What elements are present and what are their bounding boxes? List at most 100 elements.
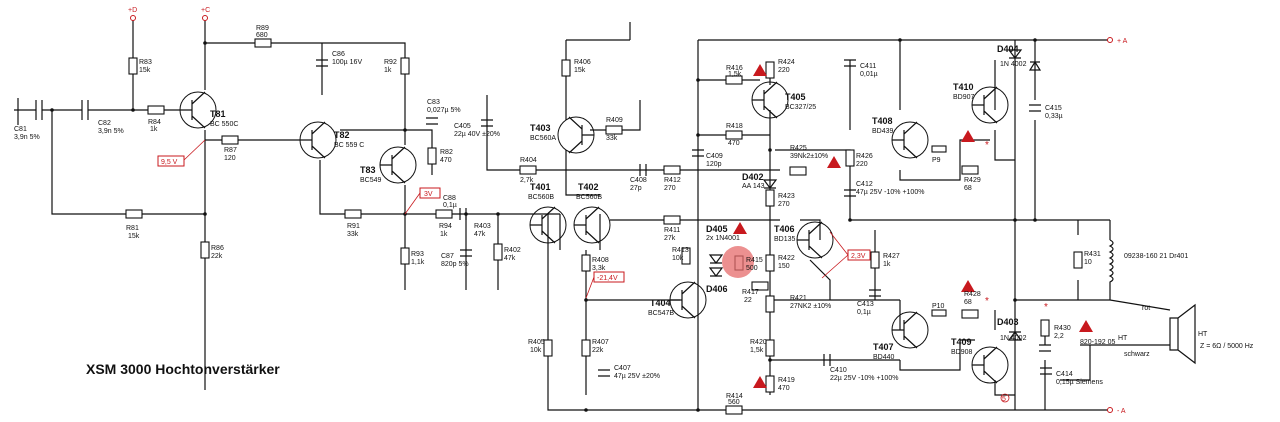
svg-text:R414: R414 [726,393,743,400]
svg-text:R409: R409 [606,117,623,124]
svg-text:C415: C415 [1045,105,1062,112]
svg-text:C82: C82 [98,120,111,127]
svg-text:R83: R83 [139,59,152,66]
svg-text:BC560B: BC560B [576,194,602,201]
svg-text:470: 470 [440,157,452,164]
svg-text:1,1k: 1,1k [411,259,425,266]
svg-text:R420: R420 [750,339,767,346]
svg-text:22: 22 [744,297,752,304]
svg-text:R429: R429 [964,177,981,184]
svg-text:schwarz: schwarz [1124,351,1150,358]
svg-text:R89: R89 [256,25,269,32]
resistor-bodies [125,38,1083,415]
label-t81: T81 [210,109,226,119]
svg-text:R417: R417 [742,289,759,296]
svg-text:BD908: BD908 [951,349,973,356]
svg-text:820-192 05: 820-192 05 [1080,339,1116,346]
transistor-symbols [179,81,1009,384]
svg-text:R86: R86 [211,245,224,252]
svg-text:C408: C408 [630,177,647,184]
svg-text:BD135: BD135 [774,236,796,243]
svg-text:0,1µ: 0,1µ [857,309,871,316]
voltage-minus-21v4: -21,4V [597,275,618,282]
label-t410: T410 [953,82,974,92]
svg-text:1k: 1k [883,261,891,268]
svg-text:15k: 15k [128,233,140,240]
svg-text:10k: 10k [530,347,542,354]
svg-text:D403: D403 [997,317,1019,327]
svg-text:R84: R84 [148,119,161,126]
wires [14,18,1171,411]
junction-dots [50,38,1037,412]
svg-text:R92: R92 [384,59,397,66]
svg-text:R413: R413 [672,247,689,254]
transistor-labels: T81 BC 550C T82 BC 559 C T83 BC549 T401 … [210,82,975,361]
warning-triangles [733,64,1093,388]
svg-text:560: 560 [728,399,740,406]
svg-text:R427: R427 [883,253,900,260]
diagram-title: XSM 3000 Hochtonverstärker [86,361,280,377]
svg-text:C81: C81 [14,126,27,133]
svg-text:C87: C87 [441,253,454,260]
svg-text:680: 680 [256,32,268,39]
svg-text:rot: rot [1142,305,1150,312]
svg-text:P9: P9 [932,157,941,164]
svg-text:D405: D405 [706,224,728,234]
svg-text:BC 559 C: BC 559 C [334,142,364,149]
svg-text:BD440: BD440 [873,354,895,361]
svg-text:470: 470 [728,140,740,147]
svg-text:BD907: BD907 [953,94,975,101]
svg-text:27k: 27k [664,235,676,242]
svg-text:BC327/25: BC327/25 [785,104,816,111]
svg-text:*: * [985,296,989,307]
svg-text:33k: 33k [606,135,618,142]
svg-text:15k: 15k [574,67,586,74]
svg-text:C413: C413 [857,301,874,308]
svg-text:R408: R408 [592,257,609,264]
label-t403: T403 [530,123,551,133]
svg-text:1N 4002: 1N 4002 [1000,335,1027,342]
svg-text:BC549: BC549 [360,177,382,184]
svg-text:C414: C414 [1056,371,1073,378]
svg-text:R424: R424 [778,59,795,66]
svg-text:Z = 6Ω / 5000 Hz: Z = 6Ω / 5000 Hz [1200,343,1254,350]
svg-text:R419: R419 [778,377,795,384]
svg-text:R87: R87 [224,147,237,154]
svg-text:R423: R423 [778,193,795,200]
svg-text:R405: R405 [528,339,545,346]
rail-minus-a: - A [1117,408,1126,415]
svg-text:15k: 15k [139,67,151,74]
svg-text:3,3k: 3,3k [592,265,606,272]
misc-labels: D406 P9 P10 820-192 05 rot schwarz HT HT… [706,157,1208,403]
highlight-circle [722,246,754,278]
rail-terminals: +D +C + A - A [128,7,1128,415]
svg-text:09238-160 21 Dr401: 09238-160 21 Dr401 [1124,253,1188,260]
capacitors [35,59,1052,377]
voltage-3v: 3V [424,191,433,198]
label-t406: T406 [774,224,795,234]
svg-text:R93: R93 [411,251,424,258]
svg-text:AA 143: AA 143 [742,183,765,190]
svg-text:0,15µ Siemens: 0,15µ Siemens [1056,379,1103,386]
svg-text:1N 4002: 1N 4002 [1000,61,1027,68]
svg-text:39Nk2±10%: 39Nk2±10% [790,153,828,160]
svg-text:0,01µ: 0,01µ [860,71,878,78]
svg-text:BC 550C: BC 550C [210,121,238,128]
svg-text:BD439: BD439 [872,128,894,135]
svg-text:C88: C88 [443,195,456,202]
svg-text:47µ 25V ±20%: 47µ 25V ±20% [614,373,660,380]
svg-text:BC560B: BC560B [528,194,554,201]
svg-text:0,33µ: 0,33µ [1045,113,1063,120]
svg-text:R422: R422 [778,255,795,262]
svg-text:500: 500 [746,265,758,272]
svg-text:R404: R404 [520,157,537,164]
label-t404: T404 [650,298,671,308]
svg-text:1k: 1k [150,126,158,133]
svg-text:C412: C412 [856,181,873,188]
svg-text:47k: 47k [474,231,486,238]
svg-text:2,7k: 2,7k [520,177,534,184]
svg-text:R411: R411 [664,227,680,234]
svg-text:HT: HT [1198,331,1208,338]
